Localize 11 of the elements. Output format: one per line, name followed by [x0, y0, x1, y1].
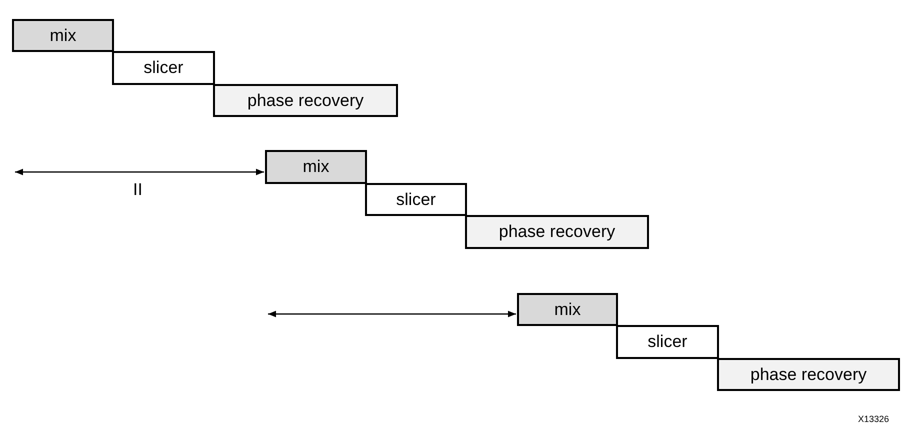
stage-box: slicer [365, 183, 467, 216]
figure-id: X13326 [858, 414, 890, 424]
stage-box: phase recovery [465, 215, 649, 249]
stage-box: slicer [112, 51, 215, 85]
stage-box: mix [517, 293, 618, 326]
stage-box: mix [12, 19, 114, 52]
stage-box: mix [265, 150, 367, 184]
stage-box: phase recovery [213, 84, 398, 117]
stage-box: phase recovery [717, 358, 900, 391]
interval-label: II [133, 180, 142, 200]
stage-box: slicer [616, 325, 719, 359]
